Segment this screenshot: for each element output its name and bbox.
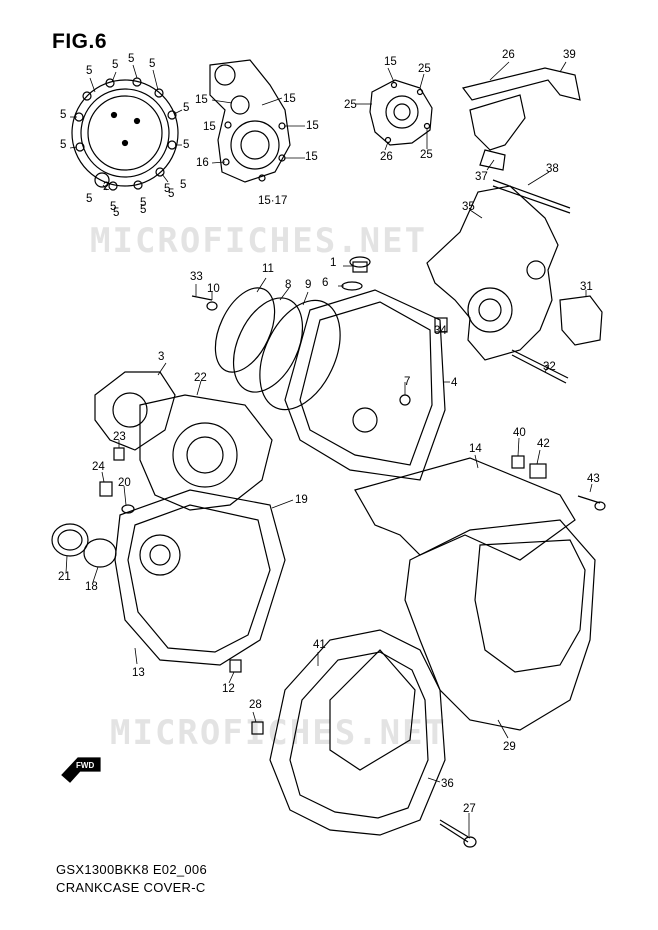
callout-label: 14	[469, 443, 482, 455]
callout-label: 5	[140, 197, 146, 209]
callout-label: 24	[92, 461, 105, 473]
callout-label: 25	[344, 99, 357, 111]
callout-label: 26	[380, 151, 393, 163]
callout-label: 21	[58, 571, 71, 583]
callout-label: 5	[128, 53, 134, 65]
callout-label: 27	[463, 803, 476, 815]
callout-label: 15·17	[258, 195, 287, 207]
callout-label: 16	[196, 157, 209, 169]
callout-label: 7	[404, 376, 410, 388]
callout-label: 15	[306, 120, 319, 132]
callout-label: 41	[313, 639, 326, 651]
starter-cover-drawing	[51, 371, 286, 673]
callout-label: 5	[60, 109, 66, 121]
callout-label: 18	[85, 581, 98, 593]
callout-label: 5	[180, 179, 186, 191]
callout-label: 5	[183, 139, 189, 151]
callout-label: 11	[262, 263, 274, 275]
callout-label: 26	[502, 49, 515, 61]
callout-label: 5	[112, 59, 118, 71]
callout-label: 5	[86, 65, 92, 77]
clutch-plates-drawing	[191, 256, 446, 481]
forward-badge-label: FWD	[76, 761, 94, 770]
callout-label: 35	[462, 201, 475, 213]
callout-label: 15	[384, 56, 397, 68]
callout-label: 34	[434, 325, 447, 337]
callout-label: 9	[305, 279, 311, 291]
callout-label: 2	[103, 181, 109, 193]
callout-label: 1	[330, 257, 336, 269]
callout-label: 15	[203, 121, 216, 133]
forward-arrow-icon	[61, 757, 101, 783]
figure-title: FIG.6	[52, 30, 108, 53]
callout-label: 3	[158, 351, 164, 363]
watermark-lower: MICROFICHES.NET	[110, 713, 447, 753]
callout-label: 31	[580, 281, 593, 293]
callout-label: 5	[110, 201, 116, 213]
callout-label: 42	[537, 438, 550, 450]
callout-label: 5	[168, 188, 174, 200]
generator-cover-drawing	[251, 629, 477, 848]
callout-label: 36	[441, 778, 454, 790]
callout-label: 5	[113, 207, 119, 219]
figure-caption: CRANKCASE COVER-C	[56, 880, 206, 895]
callout-label: 29	[503, 741, 516, 753]
callout-label: 12	[222, 683, 235, 695]
callout-label: 32	[543, 361, 556, 373]
callout-label: 5	[140, 204, 146, 216]
callout-label: 28	[249, 699, 262, 711]
callout-label: 25	[420, 149, 433, 161]
pump-cover-drawing	[209, 59, 291, 183]
callout-label: 43	[587, 473, 600, 485]
model-code: GSX1300BKK8 E02_006	[56, 862, 207, 877]
callout-label: 8	[285, 279, 291, 291]
callout-label: 5	[164, 183, 170, 195]
callout-label: 25	[418, 63, 431, 75]
callout-label: 30	[0, 0, 13, 3]
leader-lines	[65, 61, 593, 836]
callout-label: 13	[132, 667, 145, 679]
watermark-upper: MICROFICHES.NET	[90, 221, 427, 261]
callout-label: 5	[60, 139, 66, 151]
callout-label: 19	[295, 494, 308, 506]
chain-cover-drawing	[354, 455, 606, 731]
callout-label: 40	[513, 427, 526, 439]
callout-label: 15	[305, 151, 318, 163]
callout-label: 6	[322, 277, 328, 289]
callout-label: 15	[283, 93, 296, 105]
callout-label: 23	[113, 431, 126, 443]
callout-label: 39	[563, 49, 576, 61]
callout-label: 10	[207, 283, 220, 295]
callout-label: 5	[86, 193, 92, 205]
callout-label: 20	[118, 477, 131, 489]
small-cover-drawing	[369, 79, 433, 146]
callout-label: 5	[183, 102, 189, 114]
callout-label: 4	[451, 377, 458, 389]
callout-label: 38	[546, 163, 559, 175]
clutch-cover-drawing	[71, 77, 179, 191]
callout-label: 22	[194, 372, 207, 384]
callout-label: 33	[190, 271, 203, 283]
callout-label: 5	[149, 58, 155, 70]
bracket-drawing	[426, 67, 603, 384]
callout-label: 37	[475, 171, 488, 183]
callout-label: 15	[195, 94, 208, 106]
